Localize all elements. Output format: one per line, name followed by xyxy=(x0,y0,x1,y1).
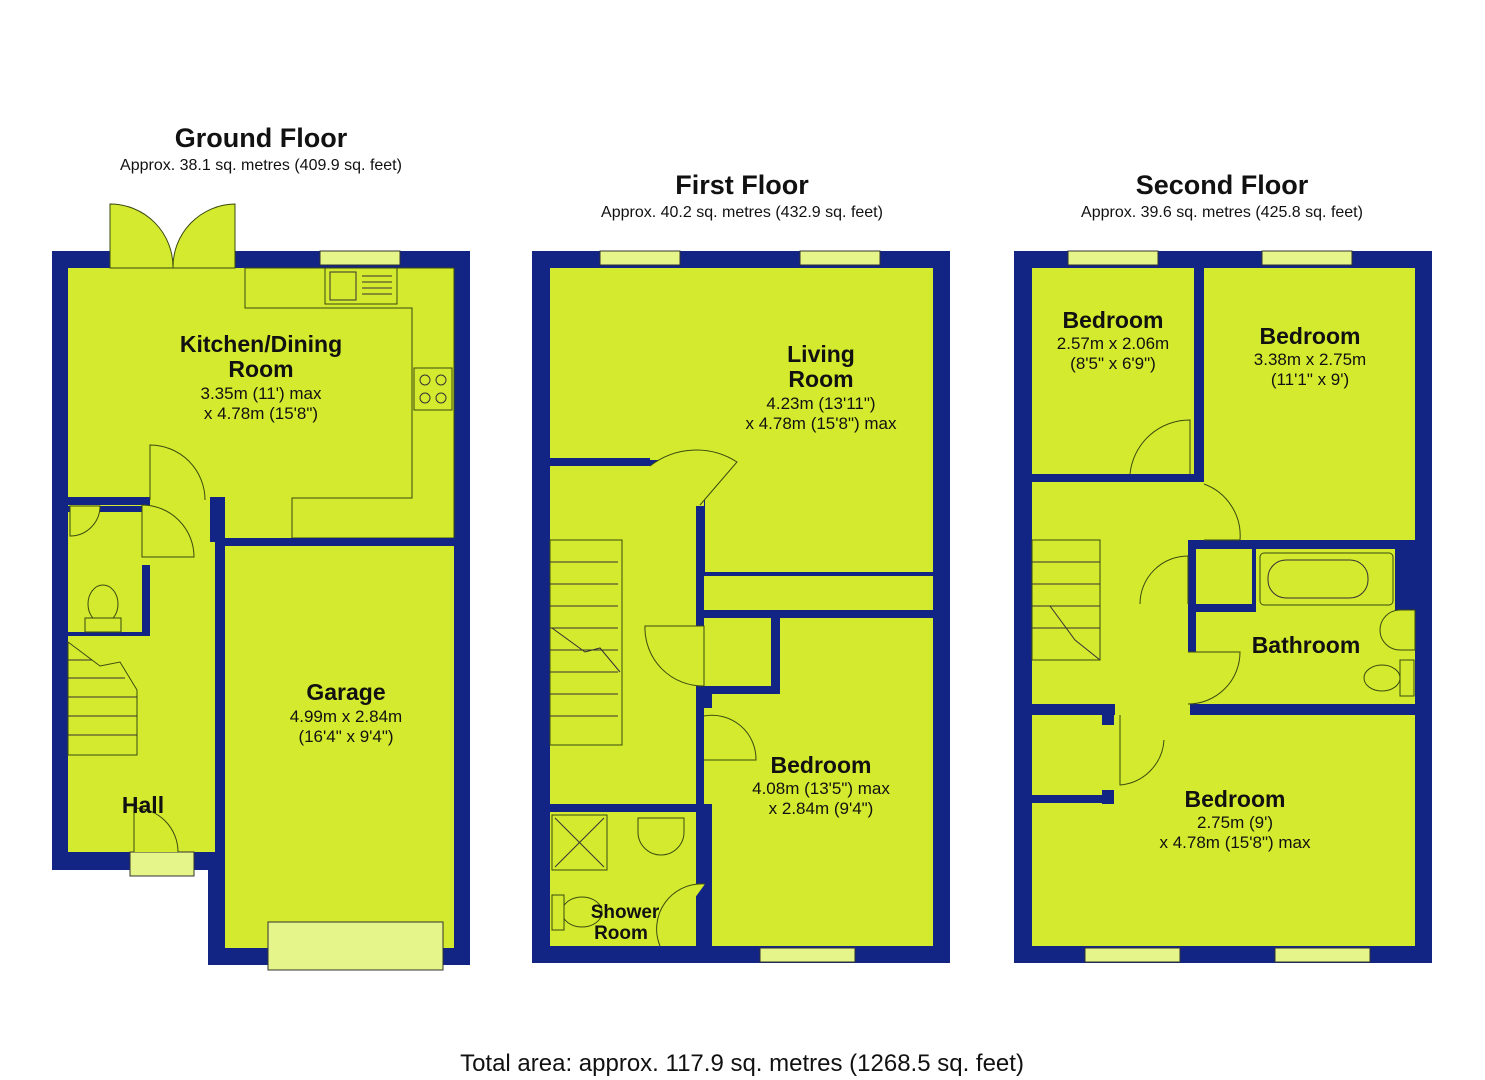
bedroom-large-floor xyxy=(1032,715,1415,946)
garage-dims: 4.99m x 2.84m xyxy=(290,707,402,726)
hall-label: Hall xyxy=(122,792,164,818)
living-room-label: Room xyxy=(788,366,853,392)
total-area: Total area: approx. 117.9 sq. metres (12… xyxy=(460,1050,1024,1077)
second-floor-title: Second Floor xyxy=(1136,170,1309,200)
shower-room-label: Room xyxy=(594,923,648,944)
first-floor-plan xyxy=(532,250,950,963)
bedroom-dims: (11'1" x 9') xyxy=(1271,370,1349,389)
bedroom-dims: 2.75m (9') xyxy=(1197,813,1273,832)
first-floor-title: First Floor xyxy=(675,170,809,200)
garage-label: Garage xyxy=(306,679,385,705)
bedroom-dims: 4.08m (13'5") max xyxy=(752,779,890,798)
bedroom-dims: x 4.78m (15'8") max xyxy=(1160,833,1311,852)
bedroom-label: Bedroom xyxy=(1063,307,1164,333)
bedroom-dims: (8'5" x 6'9") xyxy=(1070,354,1156,373)
bedroom-dims: x 2.84m (9'4") xyxy=(769,799,874,818)
first-floor-area: Approx. 40.2 sq. metres (432.9 sq. feet) xyxy=(601,204,883,221)
ground-floor-area: Approx. 38.1 sq. metres (409.9 sq. feet) xyxy=(120,157,402,174)
window xyxy=(319,250,401,266)
bedroom-dims: 3.38m x 2.75m xyxy=(1254,350,1366,369)
living-room-label: Living xyxy=(787,341,855,367)
living-room-dims: 4.23m (13'11") xyxy=(766,394,875,413)
bedroom-right-floor xyxy=(1204,268,1415,540)
ground-floor-plan xyxy=(52,203,470,971)
second-floor-area: Approx. 39.6 sq. metres (425.8 sq. feet) xyxy=(1081,204,1363,221)
kitchen-dims: 3.35m (11') max xyxy=(200,384,322,403)
bedroom-label: Bedroom xyxy=(1185,786,1286,812)
garage-door xyxy=(267,921,444,971)
second-floor-plan xyxy=(1014,250,1432,963)
bathroom-label: Bathroom xyxy=(1252,632,1361,658)
garage-dims: (16'4" x 9'4") xyxy=(298,727,393,746)
bedroom-label: Bedroom xyxy=(771,752,872,778)
shower-room-label: Shower xyxy=(591,902,660,923)
kitchen-label: Room xyxy=(228,356,293,382)
kitchen-label: Kitchen/Dining xyxy=(180,331,342,357)
bedroom-label: Bedroom xyxy=(1260,323,1361,349)
bedroom-dims: 2.57m x 2.06m xyxy=(1057,334,1169,353)
garage-floor xyxy=(225,546,454,948)
kitchen-dims: x 4.78m (15'8") xyxy=(204,404,318,423)
ground-floor-title: Ground Floor xyxy=(175,123,348,153)
living-room-dims: x 4.78m (15'8") max xyxy=(746,414,897,433)
